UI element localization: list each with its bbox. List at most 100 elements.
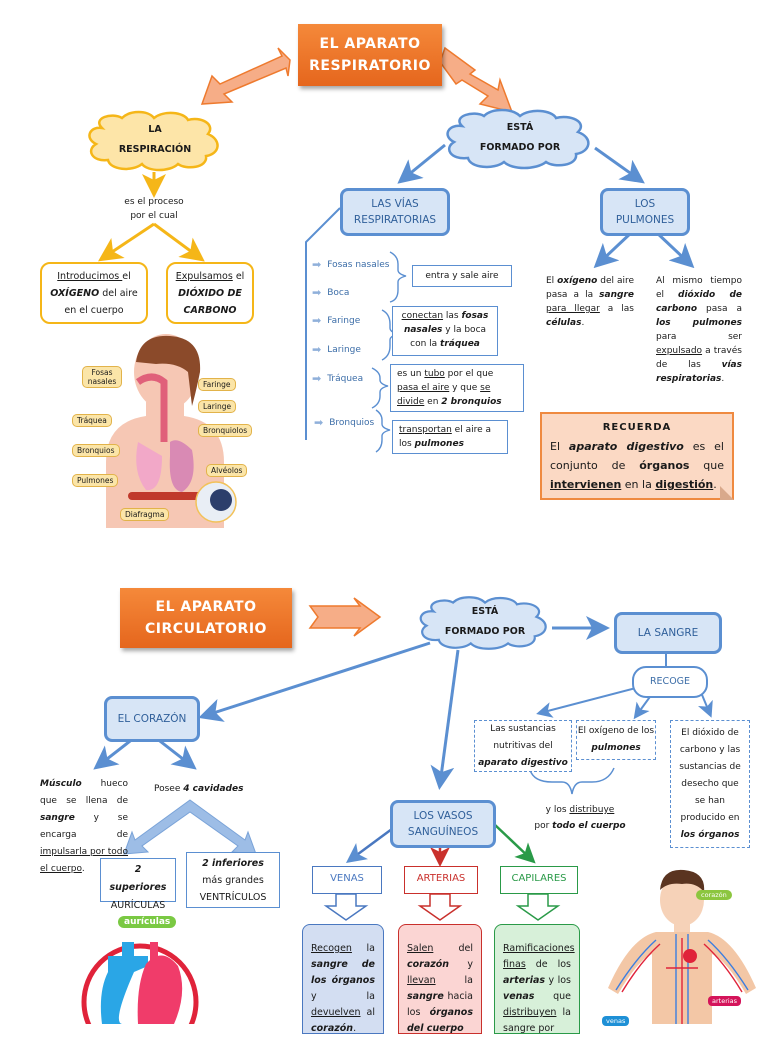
title-line: EL APARATO — [319, 36, 421, 52]
text: por — [534, 821, 553, 831]
label-diafragma: Diafragma — [120, 508, 170, 521]
orange-arrow-right — [439, 46, 514, 114]
pulmones-text-left: El oxígeno del aire pasa a la sangre par… — [546, 274, 634, 330]
text-bold: oxígeno — [557, 276, 598, 286]
text: . — [81, 864, 85, 874]
illustration-respiratory-system: Fosas nasales Faringe Laringe Tráquea Br… — [66, 332, 256, 528]
cloud-circ-text: ESTÁ FORMADO POR — [414, 602, 556, 642]
text: y — [449, 959, 473, 970]
text: las — [443, 311, 462, 321]
text-bold: corazón — [407, 959, 450, 970]
box-line: SANGUÍNEOS — [407, 826, 479, 838]
vessel-capilares: CAPILARES — [500, 866, 578, 894]
text-underline: expulsado — [656, 346, 703, 356]
text-underline: impulsarla por todo el cuerpo — [40, 847, 129, 874]
text: del — [433, 943, 473, 954]
text-underline: Expulsamos — [175, 270, 233, 282]
text: la — [351, 943, 375, 954]
text: del aire pasa a la — [546, 276, 634, 300]
text: hueco que se llena de — [40, 779, 128, 806]
text: . — [353, 1023, 357, 1034]
text-bold: sangre — [407, 991, 444, 1002]
label-alveolos: Alvéolos — [206, 464, 248, 477]
text-bold: aparato digestivo — [568, 440, 684, 453]
text-bold: 4 cavidades — [183, 784, 244, 794]
text-underline: Ramificaciones finas — [503, 943, 575, 970]
text-bold: DIÓXIDO DE — [178, 287, 242, 299]
text: a las — [599, 304, 634, 314]
recoge-oxigeno: El oxígeno de los pulmones — [576, 720, 656, 760]
vias-item: ➡Laringe — [312, 343, 361, 356]
recoge-dioxido: El dióxido de carbono y las sustancias d… — [670, 720, 750, 848]
pulmones-text-right: Al mismo tiempo el dióxido de carbono pa… — [656, 274, 742, 386]
corazon-cavidades: Posee 4 cavidades — [154, 782, 243, 796]
text-bold: dióxido de carbono — [656, 290, 742, 314]
body-figure — [608, 869, 756, 1024]
cloud-line: FORMADO POR — [444, 626, 526, 637]
text-bold: los pulmones — [656, 318, 742, 328]
text: de los — [525, 959, 571, 970]
recuerda-title: RECUERDA — [602, 422, 672, 433]
vias-item: ➡Boca — [312, 286, 349, 299]
text: en — [424, 397, 442, 407]
text-bold: pulmones — [414, 439, 464, 449]
text-underline: digestión — [655, 478, 714, 491]
text: el — [232, 270, 245, 282]
box-la-sangre: LA SANGRE — [614, 612, 722, 654]
vessel-arterias: ARTERIAS — [404, 866, 478, 894]
arrow-right-icon: ➡ — [312, 343, 322, 356]
title-line: EL APARATO — [155, 599, 257, 615]
note-bronquios: transportan el aire a los pulmones — [392, 420, 508, 454]
text-bold: 2 bronquios — [441, 397, 502, 407]
text: y se encarga de — [40, 813, 128, 840]
text-underline: distribuye — [569, 805, 615, 815]
vias-item: ➡Tráquea — [312, 372, 363, 385]
text: a través de las — [656, 346, 742, 370]
text-underline: Introducimos — [57, 270, 123, 282]
text-bold: arterias — [503, 975, 546, 986]
note-traquea: es un tubo por el que pasa el aire y que… — [390, 364, 524, 412]
text: el aire a los — [399, 425, 492, 449]
orange-arrow-circ — [308, 597, 382, 637]
text: el — [122, 270, 131, 282]
text: y los — [545, 975, 571, 986]
text-underline: conectan — [401, 311, 444, 321]
text: AURÍCULAS — [110, 900, 166, 911]
text: es el conjunto de — [550, 440, 724, 472]
text: que — [534, 991, 571, 1002]
respiratory-figure — [106, 334, 237, 528]
label-faringe: Faringe — [198, 378, 236, 391]
text: . — [721, 374, 725, 384]
text-bold: sangre — [40, 813, 75, 823]
text: VENTRÍCULOS — [199, 892, 267, 903]
vias-item: ➡Bronquios — [314, 416, 374, 429]
label-fosas-nasales: Fosas nasales — [82, 366, 122, 388]
box-line: LAS VÍAS — [371, 198, 419, 210]
orange-arrow-left — [200, 47, 291, 105]
text-bold: sangre de los órganos — [311, 959, 375, 986]
text: . — [581, 318, 585, 328]
text: en el cuerpo — [64, 304, 124, 316]
text: en la — [621, 478, 656, 491]
box-oxigeno: Introducimos el OXÍGENO del aire en el c… — [40, 262, 148, 324]
arrow-right-icon: ➡ — [312, 286, 322, 299]
text-bold: tráquea — [440, 339, 480, 349]
cloud-line: ESTÁ — [506, 122, 534, 133]
cloud-line: FORMADO POR — [479, 142, 561, 153]
text-bold: OXÍGENO — [50, 287, 100, 299]
text: y la boca con la — [410, 325, 487, 349]
text: hacia los — [407, 991, 473, 1018]
page-curl-icon — [720, 486, 734, 500]
label-laringe: Laringe — [198, 400, 237, 413]
cloud-line: ESTÁ — [471, 606, 499, 617]
text-underline: Recogen — [311, 943, 352, 954]
recuerda-note: RECUERDA El aparato digestivo es el conj… — [540, 412, 734, 500]
corazon-description: Músculo hueco que se llena de sangre y s… — [40, 776, 128, 878]
text-underline: pasa el aire — [397, 383, 450, 393]
box-line: PULMONES — [615, 214, 675, 226]
text-bold: 2 superiores — [109, 864, 167, 893]
label-pulmones: Pulmones — [72, 474, 119, 487]
cloud-formado-text: ESTÁ FORMADO POR — [440, 118, 600, 158]
cloud-respiracion — [88, 110, 219, 172]
